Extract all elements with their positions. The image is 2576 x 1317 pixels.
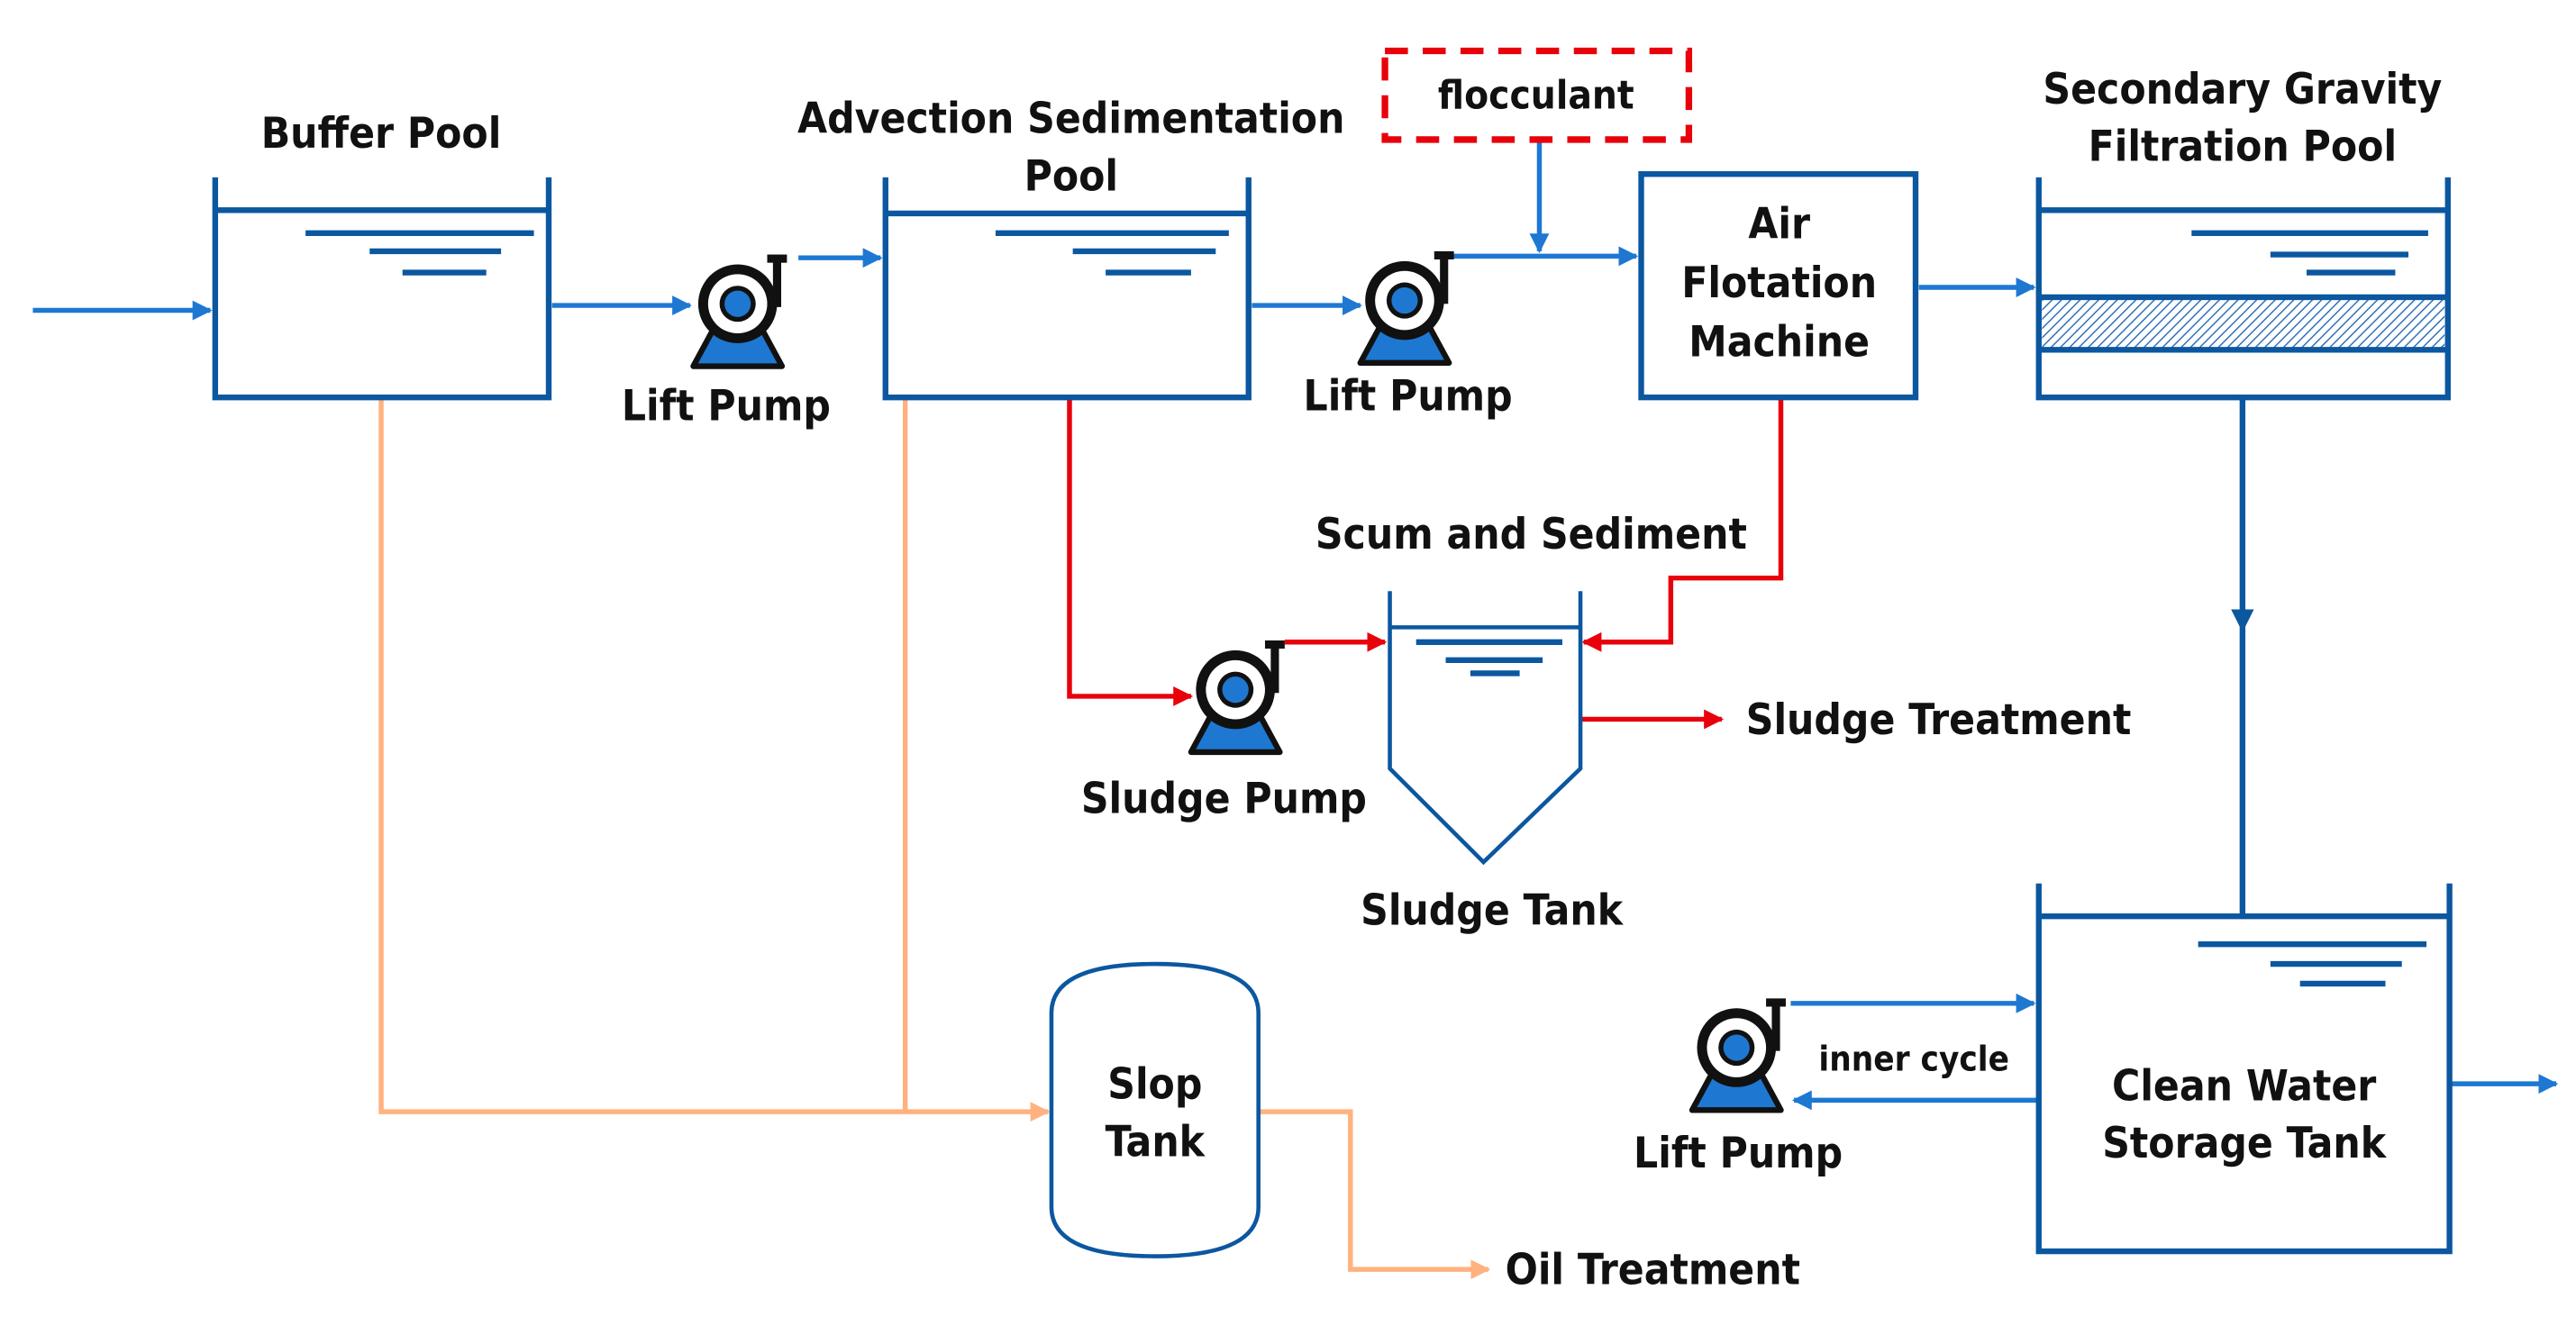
sludge-line-flotation-to-tank [1581,397,1784,652]
oil-treatment-label: Oil Treatment [1506,1246,1800,1295]
sludge-tank: Scum and Sediment Sludge Tank [1315,510,1747,935]
buffer-pool-label: Buffer Pool [261,109,502,159]
slop-tank-label-line2: Tank [1106,1117,1206,1167]
advection-sedimentation-pool: Advection Sedimentation Pool [797,95,1344,401]
lift-pump-1: Lift Pump [622,255,831,431]
filtration-pool-label-line2: Filtration Pool [2089,123,2397,172]
clean-water-storage-tank: Clean Water Storage Tank [2035,883,2453,1255]
flocculant-box: flocculant [1381,47,1693,143]
slop-tank-label-line1: Slop [1107,1060,1202,1110]
air-flotation-label-line3: Machine [1689,318,1870,368]
lift-pump-3: Lift Pump [1634,998,1843,1178]
lift-pump-2: Lift Pump [1304,251,1513,422]
slop-tank: Slop Tank [1049,961,1261,1258]
sludge-treatment-label: Sludge Treatment [1746,695,2132,745]
air-flotation-label-line2: Flotation [1681,259,1877,308]
advection-pool-label-line1: Advection Sedimentation [797,95,1344,144]
lift-pump-1-label: Lift Pump [622,382,831,431]
oil-flow-lines [378,397,1491,1280]
inner-cycle-label: inner cycle [1818,1040,2009,1080]
pump-icon [693,255,787,367]
advection-pool-label-line2: Pool [1024,151,1118,201]
pump-icon [1361,251,1454,363]
filter-media-layer [2042,296,2445,350]
oil-line-slop-to-treatment [1258,1109,1491,1280]
sludge-line-advection-to-pump [1067,397,1194,706]
sludge-flow-lines [1067,397,1784,730]
sludge-pump: Sludge Pump [1081,640,1367,823]
secondary-gravity-filtration-pool: Secondary Gravity Filtration Pool [2035,65,2451,401]
pump-icon [1191,640,1285,752]
lift-pump-3-label: Lift Pump [1634,1129,1843,1178]
buffer-pool: Buffer Pool [212,109,552,401]
pump-icon [1692,998,1786,1110]
flocculant-label: flocculant [1438,72,1634,118]
oil-line-buffer-to-slop [378,397,1051,1122]
clean-water-label-line1: Clean Water [2112,1061,2376,1111]
air-flotation-machine: Air Flotation Machine [1638,171,1919,401]
air-flotation-label-line1: Air [1748,199,1810,249]
lift-pump-2-label: Lift Pump [1304,372,1513,422]
scum-and-sediment-label: Scum and Sediment [1315,510,1747,559]
clean-water-label-line2: Storage Tank [2102,1119,2388,1168]
sludge-pump-label: Sludge Pump [1081,774,1367,823]
sludge-tank-label: Sludge Tank [1361,886,1625,935]
water-flow-lines [32,141,2559,1111]
filtration-pool-label-line1: Secondary Gravity [2043,65,2442,114]
